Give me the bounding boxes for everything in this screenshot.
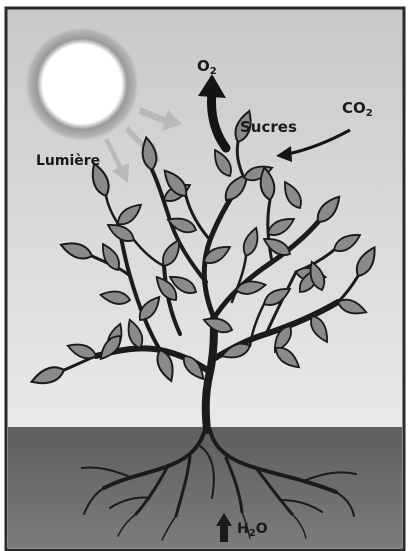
h2o-label-base: H bbox=[237, 521, 249, 537]
co2-label-base: CO bbox=[342, 99, 366, 117]
o2-label-sub: 2 bbox=[210, 66, 217, 77]
sun-icon bbox=[24, 26, 140, 142]
co2-label: CO2 bbox=[342, 99, 373, 119]
o2-label-base: O bbox=[197, 57, 210, 75]
h2o-label-sub: 2 bbox=[249, 528, 256, 539]
soil bbox=[8, 427, 402, 548]
co2-label-sub: 2 bbox=[366, 108, 373, 119]
sucres-label: Sucres bbox=[240, 118, 297, 136]
lumiere-label: Lumière bbox=[36, 153, 100, 169]
o2-label: O2 bbox=[197, 57, 217, 77]
h2o-label: H2O bbox=[237, 521, 268, 539]
h2o-label-tail: O bbox=[256, 521, 268, 537]
